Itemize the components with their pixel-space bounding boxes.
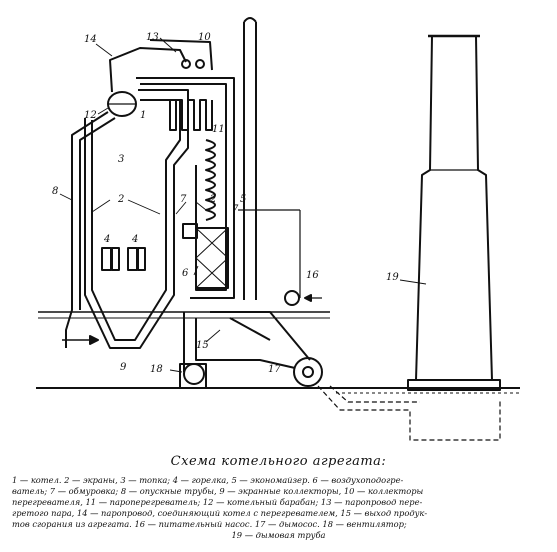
underground-flue bbox=[317, 385, 501, 441]
label-13: 13 bbox=[146, 32, 159, 43]
burner-2 bbox=[127, 247, 138, 271]
caption-title: Схема котельного агрегата: bbox=[170, 454, 387, 469]
smoke-exhauster bbox=[293, 357, 323, 387]
label-16: 16 bbox=[306, 270, 319, 281]
collector-10a bbox=[181, 59, 191, 69]
label-7a: 7 bbox=[180, 194, 187, 205]
label-18: 18 bbox=[150, 364, 163, 375]
label-5: 5 bbox=[240, 194, 246, 205]
label-8: 8 bbox=[52, 186, 58, 197]
label-3: 3 bbox=[118, 154, 124, 165]
label-4b: 4 bbox=[131, 234, 138, 245]
label-9: 9 bbox=[120, 362, 127, 373]
label-15: 15 bbox=[196, 340, 209, 351]
legend-line: 19 — дымовая труба bbox=[231, 530, 326, 540]
feed-pump bbox=[284, 290, 300, 306]
flue-stack bbox=[243, 17, 257, 300]
diagram-caption: Схема котельного агрегата: 1 — котел. 2 … bbox=[0, 452, 557, 541]
label-4a: 4 bbox=[103, 234, 110, 245]
superheated-steam-line bbox=[149, 39, 213, 71]
legend-line: тов сгорания из агрегата. 16 — питательн… bbox=[12, 519, 407, 529]
label-10: 10 bbox=[198, 32, 211, 43]
legend-line: ватель; 7 — обмуровка; 8 — опускные труб… bbox=[12, 486, 424, 496]
legend-line: перегревателя, 11 — пароперегреватель; 1… bbox=[12, 497, 423, 507]
gas-duct-15 bbox=[183, 312, 296, 372]
label-12: 12 bbox=[84, 110, 97, 121]
economizer bbox=[205, 139, 216, 221]
legend-line: гретого пара, 14 — паропровод, соединяющ… bbox=[12, 508, 428, 518]
label-2: 2 bbox=[117, 194, 124, 205]
chimney bbox=[415, 35, 493, 381]
fan bbox=[183, 363, 205, 385]
legend-line: 1 — котел. 2 — экраны, 3 — топка; 4 — го… bbox=[12, 475, 404, 485]
label-2b: 2 bbox=[209, 194, 216, 205]
collector-10b bbox=[195, 59, 205, 69]
steam-line-14 bbox=[109, 47, 187, 93]
air-heater bbox=[195, 227, 229, 289]
label-19: 19 bbox=[386, 272, 399, 283]
legend: 1 — котел. 2 — экраны, 3 — топка; 4 — го… bbox=[0, 469, 557, 541]
label-11: 11 bbox=[212, 124, 225, 135]
burner-1 bbox=[101, 247, 112, 271]
label-14: 14 bbox=[84, 34, 97, 45]
superheater bbox=[169, 99, 213, 131]
label-17: 17 bbox=[268, 364, 281, 375]
label-6: 6 bbox=[182, 268, 189, 279]
label-1: 1 bbox=[140, 110, 146, 121]
boiler-unit-diagram: 14 13 10 12 1 11 3 8 2 7 2 7 5 4 4 6 16 … bbox=[36, 17, 520, 441]
furnace-screen bbox=[91, 99, 181, 341]
label-7b: 7 bbox=[232, 204, 239, 215]
